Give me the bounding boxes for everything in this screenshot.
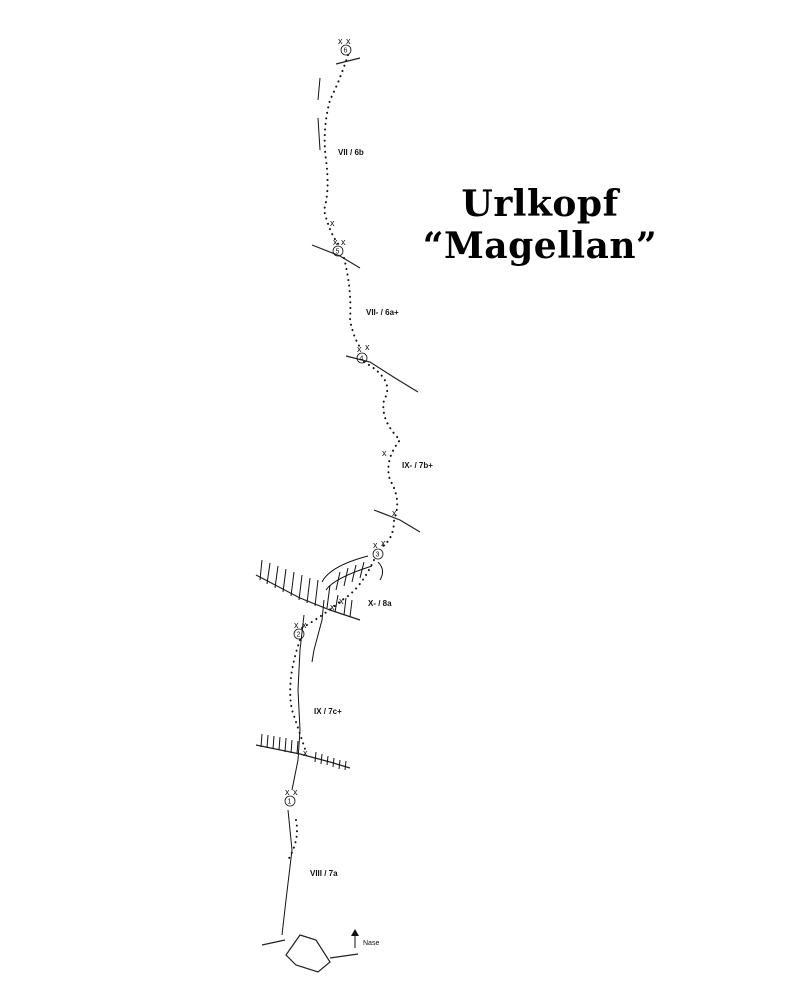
svg-text:x: x [333,237,338,247]
belay-3: 3 x x [372,538,386,560]
svg-text:5: 5 [336,249,340,256]
svg-text:x: x [346,36,351,46]
svg-text:x: x [303,748,308,758]
svg-text:2: 2 [297,632,301,639]
ledge-base-right [329,953,359,959]
direction-marker: Nase [351,929,379,948]
arrow-up-icon [351,929,359,936]
svg-text:x: x [357,344,362,354]
svg-text:6: 6 [344,48,348,55]
title-line-1: Urlkopf [461,183,619,225]
svg-text:x: x [382,448,387,458]
grade-pitch-5: VII- / 6a+ [366,308,399,317]
svg-text:4: 4 [360,356,364,363]
svg-text:x: x [285,787,290,797]
svg-text:1: 1 [288,799,292,806]
svg-text:x: x [373,540,378,550]
svg-text:x: x [330,602,335,612]
ledge-base-left [261,939,286,946]
svg-text:x: x [293,787,298,797]
route-line [287,54,402,861]
svg-text:x: x [339,596,344,606]
pitch-grades: VII / 6b VII- / 6a+ IX- / 7b+ X- / 8a IX… [310,148,433,878]
ledge-pitch4 [345,355,419,393]
svg-text:x: x [341,237,346,247]
belay-2: 2 x x [293,620,307,640]
grade-pitch-1: VIII / 7a [310,869,338,878]
svg-text:x: x [392,508,397,518]
svg-text:3: 3 [376,552,380,559]
north-label: Nase [363,940,379,947]
svg-text:x: x [365,342,370,352]
svg-text:x: x [381,538,386,548]
roof-hatching [259,559,365,771]
grade-pitch-4: IX- / 7b+ [402,461,433,470]
svg-text:x: x [302,620,307,630]
boulder [285,934,331,973]
grade-pitch-2: IX / 7c+ [314,707,342,716]
grade-pitch-3: X- / 8a [368,599,392,608]
belay-4: 4 x x [356,342,370,364]
intermediate-bolts: x x x x x x [303,218,397,758]
svg-text:x: x [294,620,299,630]
topo-title: Urlkopf “Magellan” [360,183,720,267]
grade-pitch-6: VII / 6b [338,148,364,157]
belay-6: 6 x x [338,36,352,56]
cracks [281,77,384,936]
belay-stations: 6 x x 5 x x 4 x x 3 x x 2 x x [284,36,386,807]
belay-5: 5 x x [332,237,346,257]
svg-text:x: x [330,218,335,228]
title-line-2: “Magellan” [422,225,658,267]
ledge-mid [373,509,421,533]
belay-1: 1 x x [284,787,298,807]
svg-text:x: x [338,36,343,46]
ledge-top [335,57,361,65]
